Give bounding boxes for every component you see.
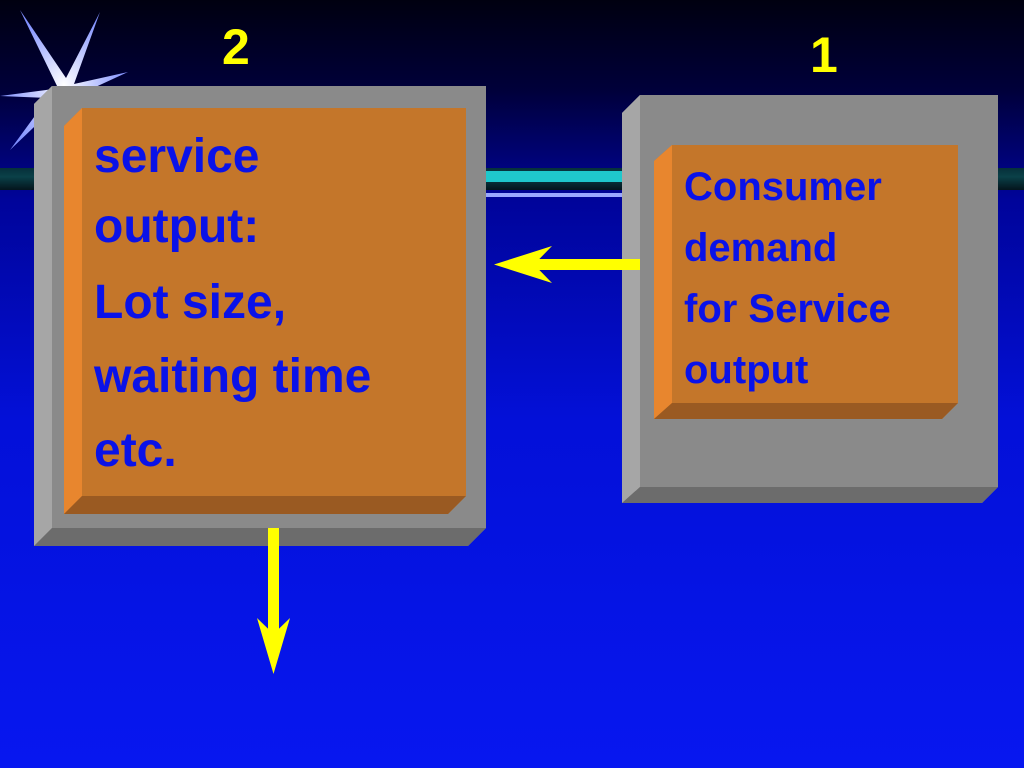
text-line: service (94, 130, 260, 183)
step-number-1: 1 (810, 27, 838, 83)
service-output-text: service output: Lot size, waiting time e… (94, 126, 371, 488)
arrow-left-icon (494, 246, 640, 283)
step-number-2: 2 (222, 19, 250, 75)
text-line: demand (684, 226, 838, 270)
box-frame (622, 95, 998, 503)
consumer-demand-box: Consumer demand for Service output (622, 95, 998, 503)
arrow-down-icon (257, 528, 290, 674)
connector-thin-line (486, 193, 626, 197)
text-line: etc. (94, 424, 177, 477)
text-line: Consumer (684, 165, 882, 209)
text-line: for Service (684, 287, 891, 331)
consumer-demand-text: Consumer demand for Service output (684, 157, 891, 401)
starburst-icon (0, 10, 128, 160)
text-line: waiting time (94, 350, 372, 403)
text-line: output (684, 348, 809, 392)
connector-band (486, 171, 626, 182)
box-frame (34, 86, 486, 546)
service-output-box: service output: Lot size, waiting time e… (34, 86, 486, 546)
text-line: output: (94, 200, 260, 253)
text-line: Lot size, (94, 276, 287, 329)
